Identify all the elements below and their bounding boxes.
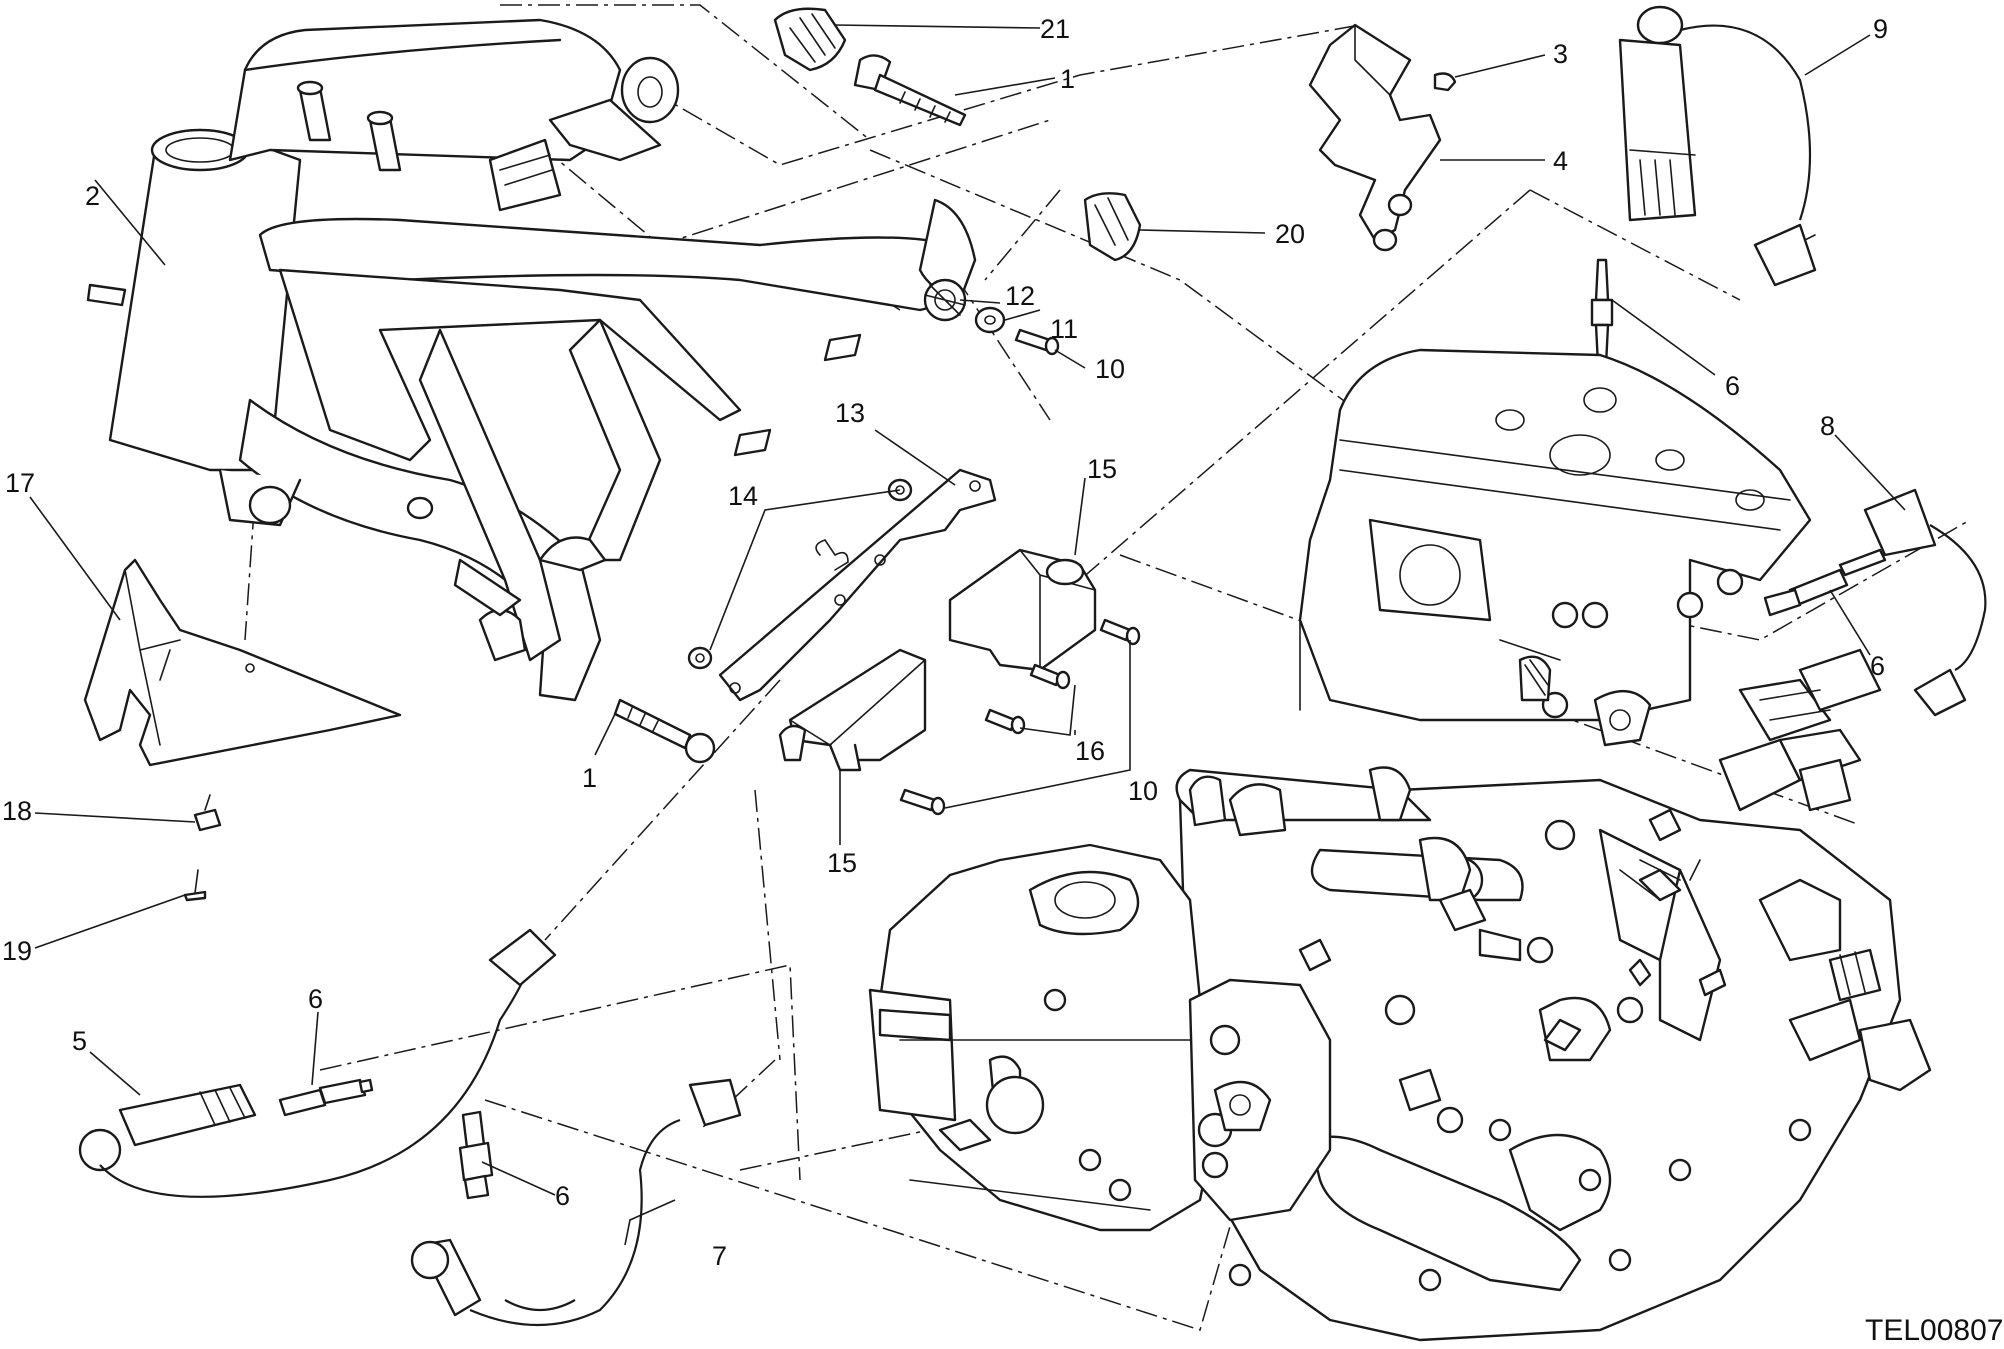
callout-9: 9 [1873,14,1888,44]
clip-18 [193,794,222,832]
callout-11: 11 [1050,314,1078,344]
callout-18: 18 [2,796,32,826]
bracket-13 [718,468,997,702]
drawing-code: TEL00807 [1865,1314,2003,1347]
callout-16: 16 [1075,736,1105,766]
callout-6-bottom: 6 [555,1181,570,1211]
screw-10-top [1014,328,1060,356]
callout-19: 19 [2,936,32,966]
nut-14b [687,646,713,670]
engine [868,348,1932,1342]
plug-cap-9 [1618,5,1817,287]
screw-10-bottom [899,788,946,816]
screw-10-right [1099,618,1141,646]
callout-10-bottom: 10 [1128,776,1158,806]
callout-20: 20 [1275,219,1305,249]
callout-14: 14 [728,481,758,511]
callout-15-top: 15 [1087,454,1117,484]
frame [86,18,977,702]
plug-cap-5 [78,928,557,1198]
callout-labels: 21 1 3 4 20 9 6 8 6 12 11 10 13 14 15 16… [2,14,1888,1271]
callout-10-top: 10 [1095,354,1125,384]
bracket-4 [1308,23,1457,252]
spark-plug-6a [1590,258,1614,367]
cover-17 [83,558,402,767]
callout-6-top: 6 [1725,371,1740,401]
leader-lines [29,24,1906,1246]
callout-12: 12 [1005,281,1035,311]
callout-6-left: 6 [308,984,323,1014]
spark-plug-6c [278,1078,374,1117]
callout-5: 5 [72,1026,87,1056]
screw-16a [1029,663,1071,690]
pin-19 [183,869,207,902]
bolt-1-lower [613,698,716,764]
bolt-1-top [853,54,967,127]
callout-3: 3 [1553,39,1568,69]
coil-15-lower [778,648,927,772]
callout-13: 13 [835,398,865,428]
callout-1-top: 1 [1060,64,1075,94]
callout-4: 4 [1553,146,1568,176]
grommet-21 [773,7,847,72]
plug-cap-7 [410,1078,742,1327]
callout-8: 8 [1820,411,1835,441]
coil-15-upper [948,548,1097,672]
plug-cap-8 [1863,488,1987,717]
callout-6-right: 6 [1870,651,1885,681]
callout-15-bottom: 15 [827,848,857,878]
callout-7: 7 [712,1241,727,1271]
spark-plug-6d [458,1110,494,1200]
callout-17: 17 [5,468,35,498]
spark-plug-6b [1763,548,1887,617]
grommet-20 [1083,192,1142,262]
callout-1-bottom: 1 [582,763,597,793]
callout-2: 2 [85,181,100,211]
screw-16b [984,708,1026,735]
gear-12 [923,278,967,322]
washer-11 [974,306,1006,334]
callout-21: 21 [1040,14,1070,44]
